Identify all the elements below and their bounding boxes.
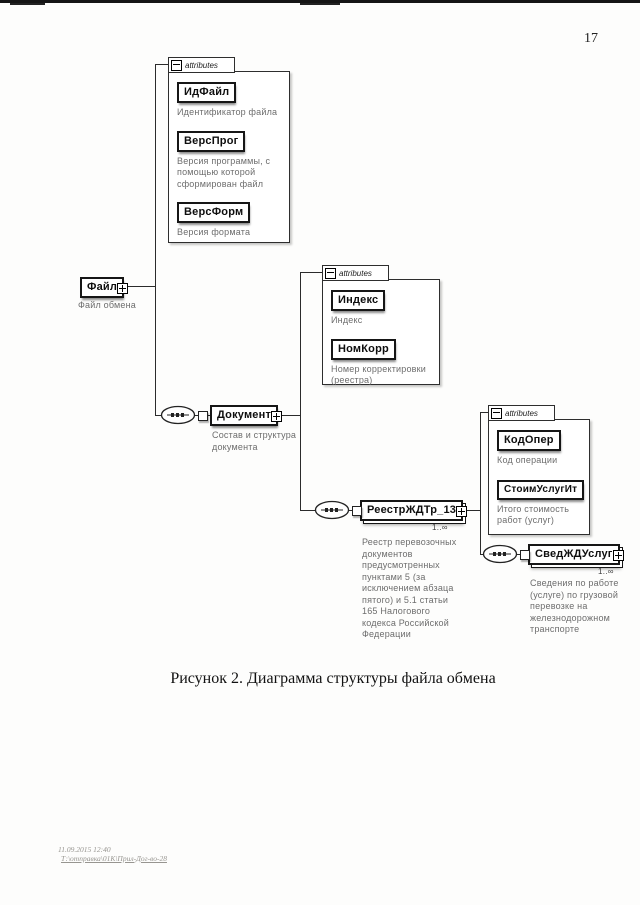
- connector-joint: [352, 506, 362, 516]
- document-attributes-box: attributes Индекс Индекс НомКорр Номер к…: [322, 265, 440, 385]
- sequence-icon: [314, 500, 350, 520]
- attribute-description: Идентификатор файла: [177, 107, 278, 117]
- page-number: 17: [584, 31, 598, 46]
- collapse-minus-icon: [171, 59, 182, 71]
- connector-line: [155, 64, 169, 65]
- attribute-versform-box: ВерсФорм: [177, 202, 251, 223]
- connector-line: [463, 510, 481, 511]
- attribute-description: Код операции: [497, 455, 558, 465]
- connector-line: [300, 510, 317, 511]
- element-file-description: Файл обмена: [78, 300, 136, 310]
- expand-plus-icon: [117, 282, 129, 294]
- attribute-name: КодОпер: [504, 434, 554, 446]
- connector-line: [480, 412, 489, 413]
- sequence-icon: [482, 544, 518, 564]
- attribute-item: ВерсПрог Версия программы, с помощью кот…: [177, 130, 281, 191]
- scan-artifact-notch: [10, 3, 45, 5]
- element-services: СведЖДУслуг: [528, 544, 624, 565]
- collapse-minus-icon: [491, 407, 502, 419]
- attribute-name: ВерсФорм: [184, 206, 244, 218]
- cardinality-label: 1..∞: [432, 523, 448, 532]
- collapse-minus-icon: [325, 267, 336, 279]
- attribute-versprog-box: ВерсПрог: [177, 130, 246, 152]
- sequence-icon: [160, 405, 196, 425]
- cardinality-label: 1..∞: [598, 567, 614, 576]
- footer-filepath: Т:\отправка\01К\Прил-Дог-во-28: [61, 854, 167, 863]
- connector-line: [155, 415, 165, 416]
- expand-plus-icon: [456, 505, 468, 517]
- attributes-tab: attributes: [168, 57, 235, 73]
- connector-line: [300, 272, 323, 273]
- attributes-label: attributes: [185, 60, 218, 70]
- attribute-description: Итого стоимость работ (услуг): [497, 503, 570, 526]
- element-file-box: Файл: [80, 277, 129, 298]
- expand-plus-icon: [612, 549, 624, 561]
- attributes-label: attributes: [339, 268, 372, 278]
- connector-joint: [198, 411, 208, 421]
- expand-plus-icon: [271, 410, 283, 422]
- element-name: Документ: [217, 409, 272, 421]
- attribute-description: Индекс: [331, 315, 363, 325]
- attribute-item: СтоимУслугИт Итого стоимость работ (услу…: [497, 479, 585, 527]
- attribute-stoimuslugit-box: СтоимУслугИт: [497, 479, 585, 500]
- registry-attributes-box: attributes КодОпер Код операции СтоимУсл…: [488, 405, 590, 535]
- connector-line: [282, 415, 301, 416]
- attribute-nomkorr-box: НомКорр: [331, 338, 396, 360]
- attribute-item: НомКорр Номер корректировки (реестра): [331, 338, 431, 387]
- attribute-item: КодОпер Код операции: [497, 430, 581, 467]
- element-services-box: СведЖДУслуг: [528, 544, 624, 565]
- attribute-name: Индекс: [338, 294, 379, 306]
- element-name: РеестрЖДТр_13: [367, 504, 457, 516]
- attribute-description: Версия программы, с помощью которой сфор…: [177, 155, 271, 189]
- connector-line: [155, 64, 156, 416]
- element-document: Документ: [210, 405, 283, 426]
- attribute-description: Номер корректировки (реестра): [331, 363, 427, 386]
- attribute-name: СтоимУслугИт: [504, 483, 578, 495]
- file-attributes-box: attributes ИдФайл Идентификатор файла Ве…: [168, 57, 290, 243]
- element-document-description: Состав и структура документа: [212, 430, 297, 452]
- connector-line: [480, 412, 481, 555]
- attribute-item: Индекс Индекс: [331, 290, 431, 327]
- attribute-description: Версия формата: [177, 227, 251, 237]
- attribute-name: ИдФайл: [184, 86, 230, 98]
- connector-line: [300, 272, 301, 511]
- attribute-index-box: Индекс: [331, 290, 386, 311]
- attribute-name: НомКорр: [338, 342, 389, 355]
- attributes-tab: attributes: [322, 265, 389, 281]
- attribute-idfile-box: ИдФайл: [177, 82, 237, 103]
- element-registry-box: РеестрЖДТр_13: [360, 500, 468, 521]
- element-name: СведЖДУслуг: [535, 548, 613, 560]
- attributes-tab: attributes: [488, 405, 555, 421]
- attribute-name: ВерсПрог: [184, 134, 239, 147]
- attribute-kodoper-box: КодОпер: [497, 430, 561, 451]
- attributes-body: КодОпер Код операции СтоимУслугИт Итого …: [488, 419, 590, 535]
- element-document-box: Документ: [210, 405, 283, 426]
- scan-artifact-top: [0, 0, 640, 3]
- attributes-body: Индекс Индекс НомКорр Номер корректировк…: [322, 279, 440, 385]
- element-file: Файл: [80, 277, 129, 298]
- footer-timestamp: 11.09.2015 12:40: [58, 845, 111, 854]
- attribute-item: ИдФайл Идентификатор файла: [177, 82, 281, 119]
- element-services-description: Сведения по работе (услуге) по грузовой …: [530, 578, 619, 634]
- attributes-body: ИдФайл Идентификатор файла ВерсПрог Верс…: [168, 71, 290, 243]
- connector-joint: [520, 550, 530, 560]
- element-registry-description: Реестр перевозочных документов предусмот…: [362, 537, 457, 639]
- element-registry: РеестрЖДТр_13: [360, 500, 468, 521]
- connector-line: [125, 286, 156, 287]
- figure-caption: Рисунок 2. Диаграмма структуры файла обм…: [170, 670, 496, 687]
- element-name: Файл: [87, 281, 118, 293]
- attribute-item: ВерсФорм Версия формата: [177, 202, 281, 239]
- attributes-label: attributes: [505, 408, 538, 418]
- scan-artifact-notch: [300, 3, 340, 5]
